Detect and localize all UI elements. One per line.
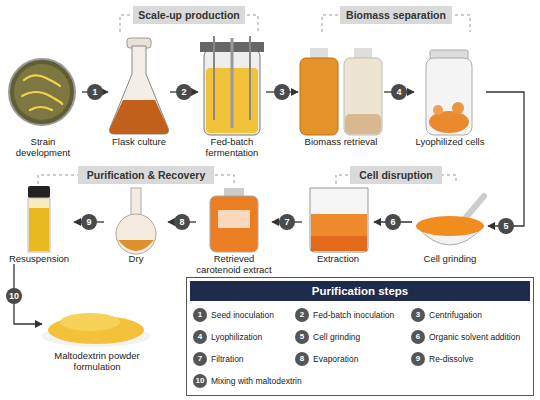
step-item: 3 Centrifugation	[411, 308, 531, 322]
step-item: 6 Organic solvent addition	[411, 330, 531, 344]
step-number: 8	[174, 214, 190, 230]
header-text: Purification & Recovery	[87, 169, 205, 181]
fermenter	[200, 36, 264, 135]
extract-bottle	[210, 188, 258, 252]
process-stage: Extraction	[302, 186, 374, 264]
stage-header: Cell disruption	[350, 166, 442, 184]
step-number: 4	[391, 84, 407, 100]
centrifuge-bottles	[300, 48, 382, 135]
stage-header: Scale-up production	[133, 6, 245, 24]
stage-caption: Maltodextrin powder formulation	[42, 350, 152, 372]
callout-number: 10	[193, 374, 207, 388]
step-text: Mixing with maltodextrin	[211, 376, 302, 386]
step-text: Seed inoculation	[211, 310, 274, 320]
step-number: 2	[176, 84, 192, 100]
header-text: Cell disruption	[359, 169, 433, 181]
process-stage: Retrieved carotenoid extract	[196, 186, 272, 275]
flask	[110, 38, 169, 134]
steps-panel: Purification steps 1 Seed inoculation 2 Fed-…	[186, 277, 534, 396]
beaker	[310, 188, 368, 252]
process-stage: Cell grinding	[412, 186, 488, 264]
step-text: Filtration	[211, 354, 244, 364]
callout-number: 4	[193, 330, 207, 344]
stage-caption: Fed-batch fermentation	[198, 136, 266, 158]
panel-title: Purification steps	[190, 281, 530, 301]
process-stage: Resuspension	[4, 186, 74, 264]
stage-caption: Retrieved carotenoid extract	[196, 253, 272, 275]
stage-caption: Cell grinding	[412, 253, 488, 264]
callout-number: 1	[193, 308, 207, 322]
process-stage: Biomass retrieval	[298, 40, 384, 147]
process-stage: Lyophilized cells	[414, 40, 486, 147]
callout-number: 7	[193, 352, 207, 366]
step-item: 8 Evaporation	[295, 352, 409, 366]
process-stage: Fed-batch fermentation	[198, 40, 266, 158]
stage-caption: Biomass retrieval	[298, 136, 384, 147]
step-number: 10	[6, 288, 22, 304]
jar	[426, 50, 472, 135]
petri-dish	[9, 59, 75, 125]
stage-caption: Resuspension	[4, 253, 74, 264]
step-text: Centrifugation	[429, 310, 482, 320]
step-number: 6	[385, 214, 401, 230]
process-stage: Maltodextrin powder formulation	[42, 302, 152, 372]
step-text: Lyophilization	[211, 332, 262, 342]
stage-header: Purification & Recovery	[78, 166, 214, 184]
step-item: 7 Filtration	[193, 352, 293, 366]
callout-number: 5	[295, 330, 309, 344]
step-item: 10 Mixing with maltodextrin	[193, 374, 393, 388]
step-text: Fed-batch inoculation	[313, 310, 394, 320]
step-item: 1 Seed inoculation	[193, 308, 293, 322]
callout-number: 6	[411, 330, 425, 344]
step-text: Re-dissolve	[429, 354, 473, 364]
stage-caption: Flask culture	[108, 136, 170, 147]
vial	[28, 186, 50, 252]
flow-arrow	[486, 92, 524, 226]
step-number: 3	[274, 84, 290, 100]
powder-pile	[42, 313, 150, 347]
step-item: 9 Re-dissolve	[411, 352, 531, 366]
header-text: Biomass separation	[346, 9, 446, 21]
callout-number: 3	[411, 308, 425, 322]
step-item: 4 Lyophilization	[193, 330, 293, 344]
step-number: 7	[279, 214, 295, 230]
step-text: Organic solvent addition	[429, 332, 520, 342]
mortar-pestle	[416, 196, 484, 245]
callout-number: 2	[295, 308, 309, 322]
callout-number: 9	[411, 352, 425, 366]
step-item: 2 Fed-batch inoculation	[295, 308, 409, 322]
stage-header: Biomass separation	[340, 6, 452, 24]
process-stage: Flask culture	[108, 40, 170, 147]
stage-caption: Dry	[104, 253, 168, 264]
step-number: 1	[87, 84, 103, 100]
process-stage: Strain development	[4, 40, 82, 158]
header-text: Scale-up production	[138, 9, 240, 21]
process-stage: Dry	[104, 186, 168, 264]
step-number: 9	[81, 214, 97, 230]
round-flask	[116, 188, 156, 254]
stage-caption: Lyophilized cells	[414, 136, 486, 147]
step-text: Evaporation	[313, 354, 358, 364]
callout-number: 8	[295, 352, 309, 366]
step-text: Cell grinding	[313, 332, 360, 342]
stage-caption: Strain development	[4, 136, 82, 158]
step-number: 5	[498, 218, 514, 234]
stage-caption: Extraction	[302, 253, 374, 264]
step-item: 5 Cell grinding	[295, 330, 409, 344]
